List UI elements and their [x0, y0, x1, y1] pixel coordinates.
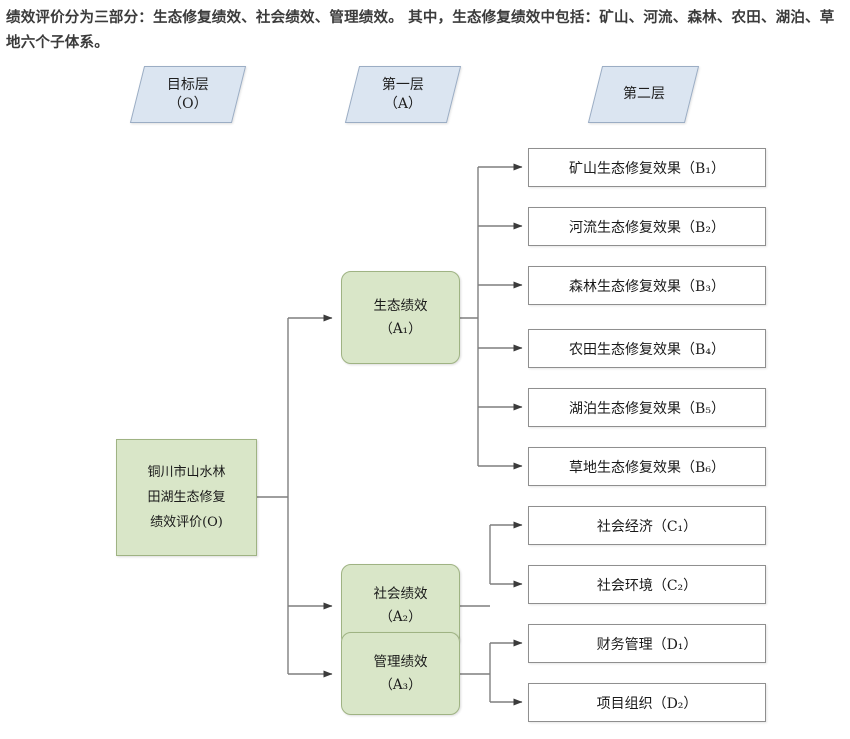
indicator-box-c1[interactable]: 社会经济（C₁）: [528, 506, 766, 545]
indicator-box-d2[interactable]: 项目组织（D₂）: [528, 683, 766, 722]
indicator-box-b5-label: 湖泊生态修复效果（B₅）: [569, 400, 725, 417]
hierarchy-diagram: 目标层 （O） 第一层 （A） 第二层 铜川市山水林 田湖生态修复 绩效评价(O…: [0, 56, 850, 739]
indicator-box-c2-label: 社会环境（C₂）: [596, 577, 698, 594]
indicator-box-d1-label: 财务管理（D₁）: [596, 636, 698, 653]
criteria-node-a3[interactable]: 管理绩效 （A₃）: [341, 632, 460, 715]
indicator-box-b1-label: 矿山生态修复效果（B₁）: [569, 160, 725, 177]
criteria-node-a1[interactable]: 生态绩效 （A₁）: [341, 271, 460, 364]
root-node-label: 铜川市山水林 田湖生态修复 绩效评价(O): [147, 465, 226, 530]
indicator-box-b3[interactable]: 森林生态修复效果（B₃）: [528, 266, 766, 305]
layer-header-second-label: 第二层: [622, 86, 665, 102]
indicator-box-d1[interactable]: 财务管理（D₁）: [528, 624, 766, 663]
root-node[interactable]: 铜川市山水林 田湖生态修复 绩效评价(O): [116, 439, 257, 556]
indicator-box-b3-label: 森林生态修复效果（B₃）: [569, 278, 725, 295]
layer-header-second: 第二层: [587, 66, 700, 123]
layer-header-goal: 目标层 （O）: [129, 66, 247, 123]
intro-paragraph: 绩效评价分为三部分：生态修复绩效、社会绩效、管理绩效。 其中，生态修复绩效中包括…: [6, 10, 835, 51]
indicator-box-b6-label: 草地生态修复效果（B₆）: [569, 459, 725, 476]
indicator-box-b4[interactable]: 农田生态修复效果（B₄）: [528, 329, 766, 368]
indicator-box-c1-label: 社会经济（C₁）: [596, 518, 698, 535]
connector-layer: [257, 163, 523, 706]
indicator-box-b2[interactable]: 河流生态修复效果（B₂）: [528, 207, 766, 246]
indicator-box-b4-label: 农田生态修复效果（B₄）: [569, 341, 725, 358]
criteria-node-a1-label: 生态绩效 （A₁）: [373, 297, 428, 337]
indicator-box-c2[interactable]: 社会环境（C₂）: [528, 565, 766, 604]
indicator-box-b1[interactable]: 矿山生态修复效果（B₁）: [528, 148, 766, 187]
layer-header-first: 第一层 （A）: [344, 66, 462, 123]
criteria-node-a2-label: 社会绩效 （A₂）: [373, 585, 428, 625]
layer-header-goal-label: 目标层 （O）: [167, 76, 209, 112]
indicator-box-b2-label: 河流生态修复效果（B₂）: [569, 219, 725, 236]
indicator-box-d2-label: 项目组织（D₂）: [596, 695, 698, 712]
indicator-box-b6[interactable]: 草地生态修复效果（B₆）: [528, 447, 766, 486]
layer-header-first-label: 第一层 （A）: [382, 76, 424, 112]
criteria-node-a3-label: 管理绩效 （A₃）: [373, 653, 428, 693]
indicator-box-b5[interactable]: 湖泊生态修复效果（B₅）: [528, 388, 766, 427]
